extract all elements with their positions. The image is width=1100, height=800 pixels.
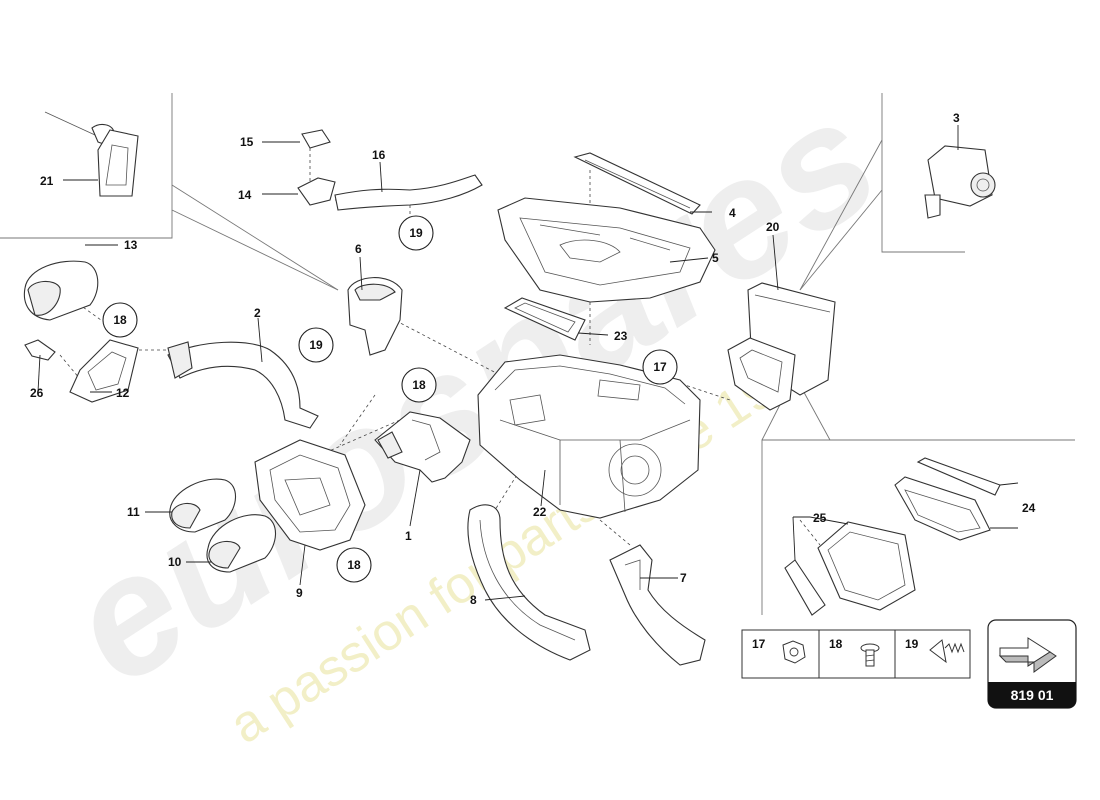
part-13-vent-drawing	[23, 260, 99, 321]
callout-label: 18	[412, 378, 426, 392]
label-part-3: 3	[953, 111, 960, 125]
leader-lines	[37, 125, 1019, 601]
arrow-next-icon	[998, 637, 1057, 673]
callout-18: 18	[401, 367, 437, 403]
callout-label: 19	[409, 226, 423, 240]
part-16-hose-drawing	[334, 174, 483, 211]
callout-18: 18	[336, 547, 372, 583]
label-part-25: 25	[813, 511, 827, 525]
fastener-callouts: 18 19 18 17 19 18	[102, 215, 678, 583]
callout-19: 19	[398, 215, 434, 251]
part-5-panel-drawing	[497, 197, 716, 303]
label-part-2: 2	[254, 306, 261, 320]
part-8-long-duct-drawing	[467, 504, 591, 661]
part-3-motor-drawing	[924, 145, 996, 219]
label-part-5: 5	[712, 251, 719, 265]
callout-label: 17	[653, 360, 667, 374]
part-9-housing-drawing	[254, 439, 366, 551]
part-12-bracket-drawing	[69, 339, 139, 403]
label-part-16: 16	[372, 148, 386, 162]
badge-code: 819 01	[1011, 687, 1054, 703]
callout-label: 18	[113, 313, 127, 327]
part-10-vent-drawing	[206, 514, 277, 573]
clip-spring-icon	[929, 639, 965, 664]
label-part-10: 10	[168, 555, 182, 569]
label-part-14: 14	[238, 188, 252, 202]
part-labels: 1 2 3 4 5 6 7 8 9 10 11 12 13 14 15 16 2…	[30, 111, 1036, 607]
part-15-clip-drawing	[301, 129, 331, 149]
label-part-8: 8	[470, 593, 477, 607]
callout-label: 18	[347, 558, 361, 572]
part-6-elbow-drawing	[347, 277, 403, 356]
screw-icon	[860, 643, 880, 667]
callout-label: 19	[309, 338, 323, 352]
part-11-vent-drawing	[169, 478, 237, 533]
callout-19: 19	[298, 327, 334, 363]
part-22-hvac-unit-drawing	[477, 354, 701, 519]
label-part-20: 20	[766, 220, 780, 234]
legend-item-19-number: 19	[905, 637, 919, 651]
legend-item-18-number: 18	[829, 637, 843, 651]
diagram-badge[interactable]: 819 01	[987, 619, 1077, 709]
fastener-legend: 17 18 19	[741, 629, 971, 679]
part-26-trim-drawing	[24, 339, 56, 361]
label-part-1: 1	[405, 529, 412, 543]
part-23-filter-drawing	[503, 297, 586, 341]
part-25-housing-drawing	[784, 521, 916, 616]
label-part-11: 11	[127, 505, 140, 519]
label-part-26: 26	[30, 386, 44, 400]
label-part-12: 12	[116, 386, 130, 400]
hex-nut-icon	[782, 640, 806, 664]
part-4-gasket-drawing	[573, 152, 701, 215]
label-part-7: 7	[680, 571, 687, 585]
label-part-13: 13	[124, 238, 138, 252]
label-part-15: 15	[240, 135, 254, 149]
label-part-9: 9	[296, 586, 303, 600]
part-20-housing-drawing	[727, 282, 836, 411]
label-part-23: 23	[614, 329, 628, 343]
part-2-duct-drawing	[167, 341, 319, 429]
part-7-duct-drawing	[609, 544, 706, 666]
part-14-clip-drawing	[297, 177, 336, 206]
legend-item-17-number: 17	[752, 637, 766, 651]
part-21-sensor-drawing	[44, 111, 139, 197]
label-part-6: 6	[355, 242, 362, 256]
callout-17: 17	[642, 349, 678, 385]
label-part-22: 22	[533, 505, 547, 519]
part-24-filter-drawing	[894, 457, 1001, 541]
label-part-21: 21	[40, 174, 54, 188]
part-1-distributor-drawing	[374, 411, 471, 483]
callout-18: 18	[102, 302, 138, 338]
label-part-4: 4	[729, 206, 736, 220]
label-part-24: 24	[1022, 501, 1036, 515]
